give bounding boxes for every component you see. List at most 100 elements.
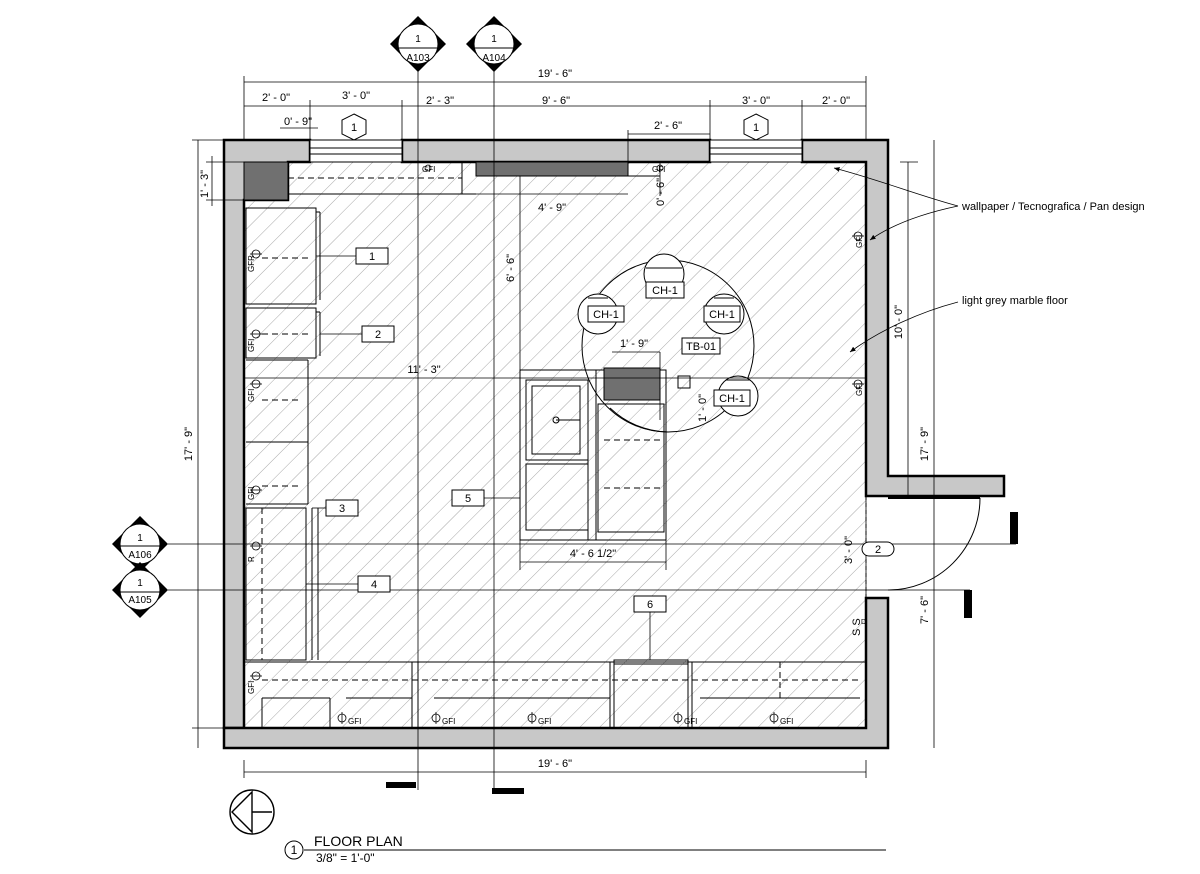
svg-text:1: 1: [491, 34, 497, 45]
dim-soffit-depth: 0' - 6": [655, 178, 667, 206]
svg-text:1: 1: [753, 122, 759, 134]
dim-island-vertical: 6' - 6": [505, 254, 517, 282]
note-floor: light grey marble floor: [962, 295, 1068, 307]
window-right: [709, 139, 803, 163]
island-cooktop: [603, 367, 661, 401]
window-tag-right: 1: [743, 113, 769, 141]
dim-right-overall: 17' - 9": [919, 427, 931, 461]
tag-1: 1: [369, 251, 375, 263]
dim-top-right-b: 2' - 0": [822, 95, 850, 107]
dim-door-width: 3' - 0": [843, 536, 855, 564]
dim-table-offset-h: 1' - 9": [620, 338, 648, 350]
dim-wall-to-island: 4' - 9": [538, 202, 566, 214]
island-lower: [525, 463, 589, 531]
floor-hatch: [244, 162, 866, 728]
svg-text:1: 1: [351, 122, 357, 134]
dimension-lines: [192, 76, 935, 778]
chair-label-right: CH-1: [709, 309, 735, 321]
dishwasher-6: [613, 659, 689, 729]
svg-text:R: R: [247, 556, 256, 562]
svg-text:1: 1: [415, 34, 421, 45]
dim-right-lower: 7' - 6": [919, 596, 931, 624]
section-marker-a105: 1 A105: [112, 562, 168, 618]
svg-text:GFI: GFI: [348, 717, 361, 726]
dim-kitchen-width: 11' - 3": [407, 364, 440, 376]
tag-leaders: [306, 255, 651, 660]
dim-right-upper: 10' - 0": [893, 305, 905, 339]
section-end-bars: [386, 512, 1018, 794]
tag-2: 2: [375, 329, 381, 341]
tag-4: 4: [371, 579, 377, 591]
switch-dimmer-mark: D: [861, 619, 866, 626]
svg-text:GFI: GFI: [855, 235, 864, 248]
dim-island-width: 4' - 6 1/2": [570, 548, 616, 560]
svg-text:GFI: GFI: [442, 717, 455, 726]
soffits: [243, 161, 629, 201]
dim-top-overall: 19' - 6": [538, 68, 572, 80]
svg-text:A106: A106: [128, 550, 152, 561]
window-left: [309, 139, 403, 163]
chair-label-bottom: CH-1: [719, 393, 745, 405]
title-name: FLOOR PLAN: [314, 833, 403, 849]
title-scale: 3/8" = 1'-0": [316, 851, 375, 865]
door-swing: [887, 497, 981, 591]
section-marker-a103: 1 A103: [390, 16, 446, 72]
svg-text:GFI: GFI: [247, 389, 256, 402]
outlets: [250, 164, 864, 724]
svg-text:GFI: GFI: [422, 165, 435, 174]
light-switches: S S: [851, 618, 863, 636]
tag-6: 6: [647, 599, 653, 611]
svg-text:GFI: GFI: [652, 165, 665, 174]
north-counter: [288, 162, 660, 195]
soffit-center: [475, 161, 629, 177]
dim-top-right-a: 3' - 0": [742, 95, 770, 107]
section-marker-a104: 1 A104: [466, 16, 522, 72]
door-tag: 2: [861, 541, 895, 557]
chair-label-boxes: [587, 281, 751, 407]
soffit-left: [243, 161, 289, 201]
svg-text:GFI: GFI: [780, 717, 793, 726]
windows: [309, 139, 803, 163]
note-wallpaper: wallpaper / Tecnografica / Pan design: [961, 201, 1145, 213]
title-number: 1: [291, 843, 298, 857]
island-outlet: [677, 375, 691, 389]
drawing-title: 1 FLOOR PLAN 3/8" = 1'-0": [284, 833, 886, 865]
svg-text:A105: A105: [128, 595, 152, 606]
tag-5: 5: [465, 493, 471, 505]
svg-text:A104: A104: [482, 53, 506, 64]
dim-soffit-width: 2' - 6": [654, 120, 682, 132]
island-cabinet-right: [597, 403, 665, 533]
wall-east-lower: [222, 596, 890, 750]
svg-text:2: 2: [875, 544, 881, 556]
dim-table-offset-v: 1' - 0": [697, 394, 709, 422]
wall-north-right: [800, 138, 1006, 498]
south-cabinets: [244, 659, 866, 729]
chair-label-top: CH-1: [652, 285, 678, 297]
svg-text:GFI: GFI: [247, 681, 256, 694]
tag-boxes: [325, 247, 667, 613]
wall-north-mid: [400, 138, 712, 164]
chair-label-left: CH-1: [593, 309, 619, 321]
north-arrow-icon: [229, 789, 275, 835]
island: [519, 367, 691, 541]
svg-text:GFI: GFI: [855, 383, 864, 396]
dim-top-mid-b: 9' - 6": [542, 95, 570, 107]
dim-top-mid-a: 2' - 3": [426, 95, 454, 107]
svg-text:GFI: GFI: [684, 717, 697, 726]
dim-top-left-b: 3' - 0": [342, 90, 370, 102]
svg-text:GFI: GFI: [247, 339, 256, 352]
table-label: TB-01: [686, 341, 716, 353]
dim-bottom-overall: 19' - 6": [538, 758, 572, 770]
dim-top-left-a: 2' - 0": [262, 92, 290, 104]
svg-text:GFR: GFR: [247, 255, 256, 272]
svg-text:1: 1: [137, 533, 143, 544]
window-tag-left: 1: [341, 113, 367, 141]
island-block: [519, 369, 667, 541]
walls: [222, 138, 1006, 750]
tag-3: 3: [339, 503, 345, 515]
dim-window-offset: 0' - 9": [284, 116, 312, 128]
outlet-labels: GFR GFI GFI GFI R GFI GFI GFI GFI GFI GF…: [247, 165, 864, 726]
svg-text:A103: A103: [406, 53, 430, 64]
dim-left-overall: 17' - 9": [183, 427, 195, 461]
